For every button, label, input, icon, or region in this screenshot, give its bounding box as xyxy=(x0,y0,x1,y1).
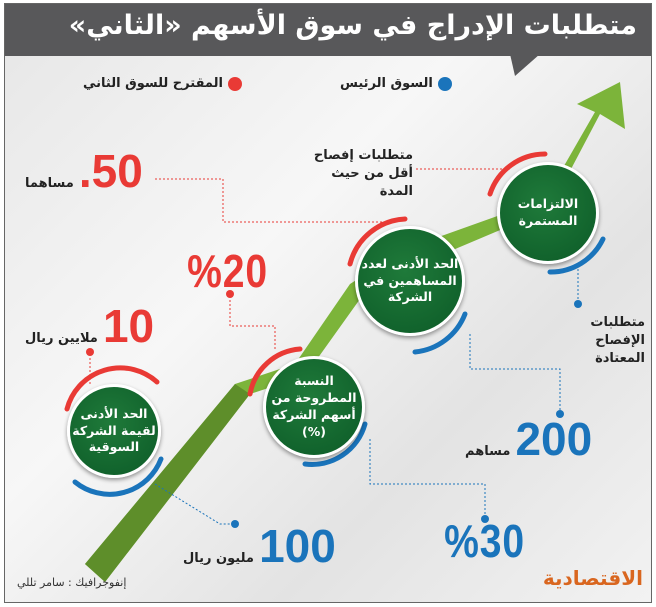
dot-main-4 xyxy=(574,300,582,308)
arc-proposed-2 xyxy=(247,346,303,397)
arc-proposed-1 xyxy=(64,365,160,412)
speech-tail xyxy=(510,54,540,76)
proposed-shareholders: 50. مساهما xyxy=(25,145,143,197)
dot-main-2 xyxy=(481,515,489,523)
legend-proposed: المقترح للسوق الثاني xyxy=(83,76,242,91)
arc-main-3 xyxy=(412,311,468,355)
leader-main-2 xyxy=(369,439,486,519)
main-float: %30 xyxy=(444,515,525,567)
legend-main: السوق الرئيس xyxy=(340,76,452,91)
blue-dot-icon xyxy=(437,76,452,91)
leader-main-1 xyxy=(154,483,235,525)
proposed-market-cap: 10 ملايين ريال xyxy=(25,300,155,352)
dot-proposed-1 xyxy=(86,348,94,356)
dot-main-1 xyxy=(231,520,239,528)
logo: الاقتصادية xyxy=(542,566,643,590)
diagram-graphics xyxy=(64,54,625,582)
credit: إنفوجرافيك : سامر تللي xyxy=(17,576,127,589)
arc-main-4 xyxy=(547,236,606,275)
arc-proposed-3 xyxy=(347,216,408,267)
page-title: متطلبات الإدراج في سوق الأسهم «الثاني» xyxy=(68,10,637,41)
arc-proposed-4 xyxy=(487,151,548,197)
title-bar: متطلبات الإدراج في سوق الأسهم «الثاني» xyxy=(5,4,651,56)
dot-proposed-2 xyxy=(226,290,234,298)
arc-main-1 xyxy=(72,456,164,497)
main-market-cap: 100 مليون ريال xyxy=(183,520,336,572)
step-market-cap: الحد الأدنى لقيمة الشركة السوقية xyxy=(67,384,161,478)
main-disclosure: متطلبات الإفصاح المعتادة xyxy=(590,315,645,367)
leader-main-3 xyxy=(469,334,561,414)
proposed-float: %20 xyxy=(187,245,268,297)
proposed-disclosure: متطلبات إفصاح أقل من حيث المدة xyxy=(313,148,413,200)
main-shareholders: 200 مساهم xyxy=(465,413,593,465)
red-dot-icon xyxy=(227,76,242,91)
leader-proposed-2 xyxy=(229,294,276,349)
step-obligations: الالتزامات المستمرة xyxy=(497,162,599,264)
step-float: النسبة المطروحة من أسهم الشركة (%) xyxy=(263,356,365,458)
leader-proposed-3 xyxy=(155,178,396,223)
step-shareholders: الحد الأدنى لعدد المساهمين في الشركة xyxy=(355,226,465,336)
dot-main-3 xyxy=(556,410,564,418)
infographic: متطلبات الإدراج في سوق الأسهم «الثاني» ا… xyxy=(4,3,652,603)
growth-arrow-shade xyxy=(85,384,250,582)
